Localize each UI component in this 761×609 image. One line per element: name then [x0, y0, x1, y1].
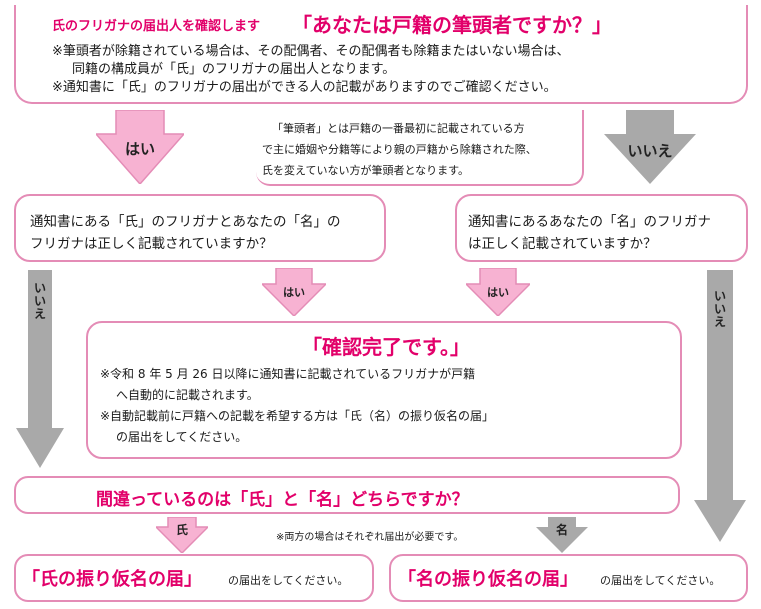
no-arrow-right-label: いいえ: [713, 289, 726, 329]
yes-arrow-top: はい: [96, 110, 184, 184]
left-question-line-1: 通知書にある「氏」のフリガナとあなたの「名」の: [30, 214, 341, 230]
header-note-1b: 同籍の構成員が「氏」のフリガナの届出人となります。: [72, 62, 396, 77]
header-question-box: [14, 5, 748, 104]
result-surname-box: [14, 554, 374, 602]
given-name-arrow-label: 名: [555, 523, 568, 537]
no-arrow-right: [694, 270, 746, 542]
definition-line-2: で主に婚姻や分籍等により親の戸籍から除籍された際、: [262, 143, 537, 156]
header-subtitle: 氏のフリガナの届出人を確認します: [52, 19, 261, 34]
no-arrow-left-label: いいえ: [33, 281, 46, 321]
confirm-note-1: ※令和 8 年 5 月 26 日以降に通知書に記載されているフリガナが戸籍: [100, 367, 476, 381]
yes-arrow-mid-left-label: はい: [283, 286, 305, 299]
which-note: ※両方の場合はそれぞれ届出が必要です。: [276, 532, 464, 543]
left-question-box: [14, 194, 386, 262]
no-arrow-top: いいえ: [604, 110, 696, 184]
confirm-note-1b: へ自動的に記載されます。: [116, 388, 259, 402]
surname-arrow-label: 氏: [175, 523, 188, 537]
confirm-note-2: ※自動記載前に戸籍への記載を希望する方は「氏（名）の振り仮名の届」: [100, 409, 495, 423]
given-name-arrow: 名: [536, 517, 588, 553]
right-question-box: [455, 194, 748, 262]
yes-arrow-mid-left: はい: [262, 268, 326, 316]
confirm-title: 「確認完了です。」: [302, 335, 470, 359]
result-given-box: [389, 554, 748, 602]
yes-arrow-mid-right-label: はい: [487, 286, 509, 299]
no-arrow-left: [16, 270, 64, 468]
header-question: 「あなたは戸籍の筆頭者ですか？」: [292, 13, 612, 37]
definition-line-3: 氏を変えていない方が筆頭者となります。: [262, 164, 470, 177]
surname-arrow: 氏: [156, 517, 208, 553]
which-question-box: [14, 476, 680, 514]
header-note-1: ※筆頭者が除籍されている場合は、その配偶者、その配偶者も除籍またはいない場合は、: [52, 44, 570, 59]
confirm-box: [86, 321, 682, 459]
left-question-line-2: フリガナは正しく記載されていますか？: [30, 236, 273, 252]
result-given-form: 「名の振り仮名の届」: [398, 569, 578, 590]
confirm-note-2b: の届出をしてください。: [116, 430, 248, 444]
which-question: 間違っているのは「氏」と「名」どちらですか？: [96, 490, 469, 510]
right-question-line-1: 通知書にあるあなたの「名」のフリガナ: [468, 214, 711, 230]
definition-box: [256, 110, 584, 186]
no-arrow-top-label: いいえ: [627, 142, 673, 160]
result-surname-form: 「氏の振り仮名の届」: [22, 569, 202, 590]
header-note-2: ※通知書に「氏」のフリガナの届出ができる人の記載がありますのでご確認ください。: [52, 80, 557, 95]
right-question-line-2: は正しく記載されていますか？: [468, 236, 657, 252]
result-surname-suffix: の届出をしてください。: [228, 574, 349, 587]
definition-line-1: 「筆頭者」とは戸籍の一番最初に記載されている方: [272, 122, 525, 135]
yes-arrow-mid-right: はい: [466, 268, 530, 316]
result-given-suffix: の届出をしてください。: [600, 574, 721, 587]
yes-arrow-top-label: はい: [124, 140, 155, 158]
